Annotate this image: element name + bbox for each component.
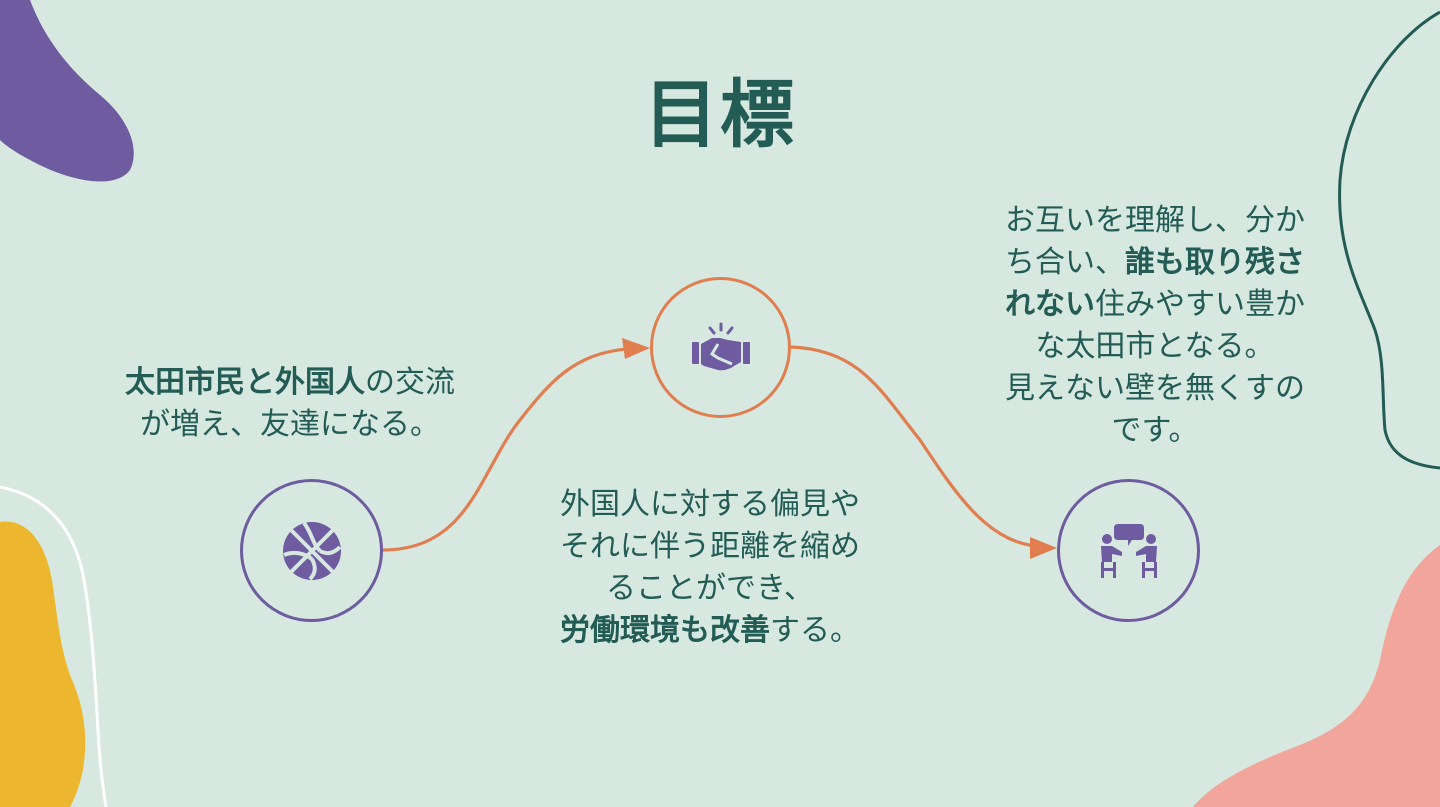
arrowhead-2: [1030, 537, 1057, 559]
step-1-bold: 太田市民と外国人: [125, 365, 365, 400]
people-talking-icon: [1100, 523, 1157, 578]
pink-blob: [1193, 545, 1440, 807]
step-3-bold-3: れない: [1005, 287, 1095, 322]
step-1-circle: [240, 479, 383, 622]
step-2-bold: 労働環境も改善: [560, 613, 770, 648]
step-1-line-2: が増え、友達になる。: [140, 407, 440, 442]
step-3-line-6: です。: [1111, 413, 1199, 448]
step-1-text: 太田市民と外国人の交流 が増え、友達になる。: [70, 362, 510, 446]
yellow-blob: [0, 521, 86, 807]
step-2-text: 外国人に対する偏見や それに伴う距離を縮め ることができ、 労働環境も改善する。: [505, 484, 915, 652]
basketball-icon: [282, 521, 341, 580]
step-3-normal-2: ち合い、: [1005, 245, 1125, 280]
step-1-normal: の交流: [365, 365, 455, 400]
step-3-bold-2: 誰も取り残さ: [1125, 245, 1305, 280]
step-3-line-5: 見えない壁を無くすの: [1005, 371, 1305, 406]
page-title: 目標: [644, 72, 796, 158]
step-3-line-4: な太田市となる。: [1035, 329, 1275, 364]
white-curve: [0, 485, 108, 807]
step-3-normal-3: 住みやすい豊か: [1095, 287, 1305, 322]
step-2-line-3: ることができ、: [606, 571, 814, 606]
step-2-normal: する。: [770, 613, 860, 648]
step-3-line-1: お互いを理解し、分か: [1005, 203, 1305, 238]
step-2-line-2: それに伴う距離を縮め: [560, 529, 860, 564]
handshake-icon: [691, 322, 750, 370]
step-3-circle: [1057, 479, 1200, 622]
step-3-text: お互いを理解し、分か ち合い、誰も取り残さ れない住みやすい豊か な太田市となる…: [955, 200, 1355, 452]
step-2-line-1: 外国人に対する偏見や: [560, 487, 860, 522]
arrowhead-1: [622, 338, 650, 359]
step-2-circle: [650, 277, 791, 418]
